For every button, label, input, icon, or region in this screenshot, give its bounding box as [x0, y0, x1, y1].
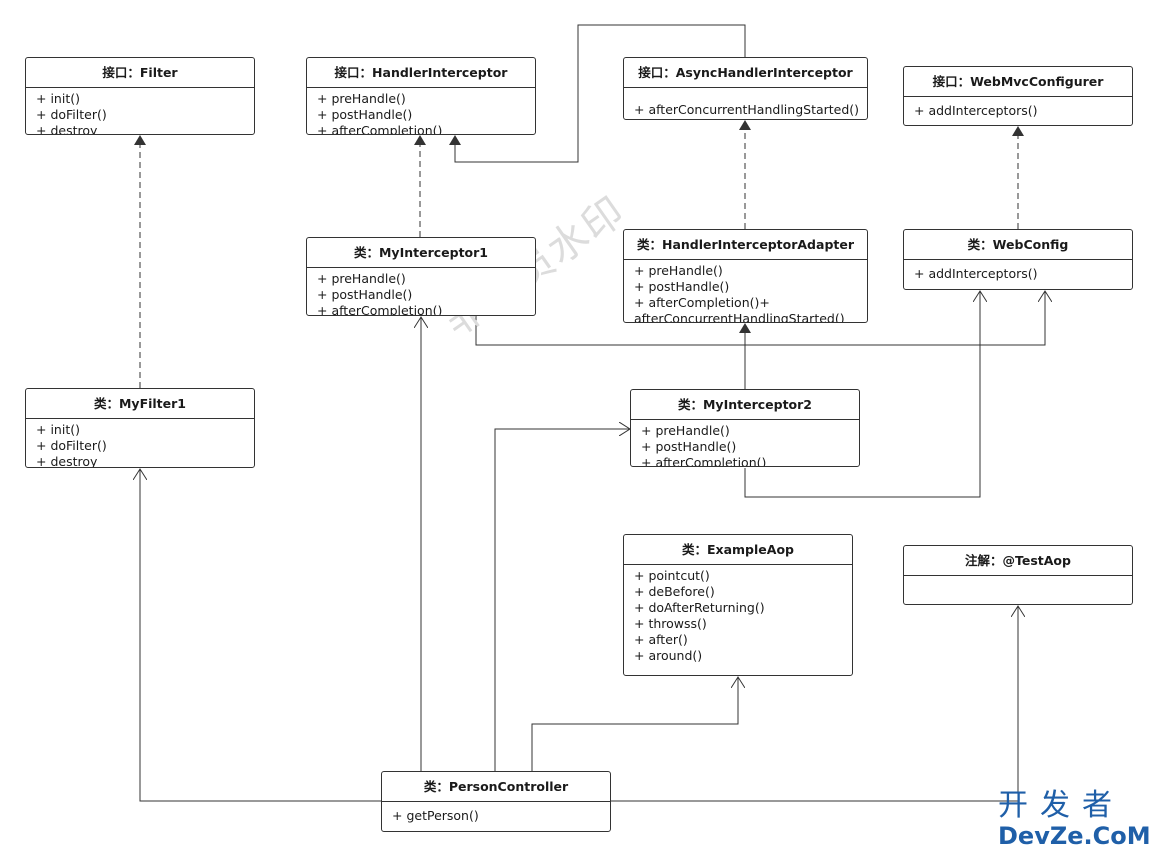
method-item: + after()	[634, 632, 688, 647]
method-item: + doFilter()	[36, 107, 107, 122]
connector-personcontroller-myfilter1	[140, 469, 381, 802]
class-my-interceptor1: 类：MyInterceptor1 + preHandle() + postHan…	[306, 237, 536, 316]
method-item: + destroy	[36, 454, 98, 468]
box-title: 类：PersonController	[382, 772, 610, 802]
method-item: + preHandle()	[641, 423, 730, 438]
connector-async-handlerinterceptor	[449, 24, 746, 163]
annotation-test-aop: 注解：@TestAop	[903, 545, 1133, 605]
method-item: + throwss()	[634, 616, 707, 631]
box-title: 类：MyFilter1	[26, 389, 254, 419]
connector-myinterceptor1-webconfig	[475, 291, 1045, 346]
class-web-config: 类：WebConfig + addInterceptors()	[903, 229, 1133, 290]
method-item: + afterCompletion()	[317, 303, 443, 316]
box-title: 接口：Filter	[26, 58, 254, 88]
connector-myinterceptor2-webconfig	[744, 291, 980, 498]
interface-filter: 接口：Filter + init() + doFilter() + destro…	[25, 57, 255, 135]
method-item: + afterConcurrentHandlingStarted()	[634, 102, 860, 117]
interface-async-handler-interceptor: 接口：AsyncHandlerInterceptor + afterConcur…	[623, 57, 868, 120]
method-item: + init()	[36, 422, 80, 437]
method-item: + pointcut()	[634, 568, 710, 583]
method-item: + destroy	[36, 123, 98, 135]
logo-line2: DevZe.CoM	[998, 822, 1151, 850]
class-my-filter1: 类：MyFilter1 + init() + doFilter() + dest…	[25, 388, 255, 468]
method-item: + addInterceptors()	[914, 266, 1038, 281]
box-title: 注解：@TestAop	[904, 546, 1132, 576]
method-item: + afterCompletion()	[317, 123, 443, 135]
method-item: + preHandle()	[634, 263, 723, 278]
box-title: 类：MyInterceptor2	[631, 390, 859, 420]
connector-personcontroller-myinterceptor2	[494, 429, 630, 771]
class-handler-interceptor-adapter: 类：HandlerInterceptorAdapter + preHandle(…	[623, 229, 868, 323]
method-item: + postHandle()	[317, 287, 413, 302]
method-item: + preHandle()	[317, 91, 406, 106]
logo-line1: 开发者	[998, 788, 1124, 823]
method-item: + postHandle()	[317, 107, 413, 122]
connector-personcontroller-exampleaop	[531, 677, 738, 771]
method-item: + init()	[36, 91, 80, 106]
method-item: + around()	[634, 648, 703, 663]
box-title: 类：ExampleAop	[624, 535, 852, 565]
method-item: + postHandle()	[634, 279, 730, 294]
site-logo: 开发者 DevZe.CoM	[998, 788, 1151, 851]
method-item: + preHandle()	[317, 271, 406, 286]
box-title: 类：MyInterceptor1	[307, 238, 535, 268]
box-title: 类：WebConfig	[904, 230, 1132, 260]
class-person-controller: 类：PersonController + getPerson()	[381, 771, 611, 832]
method-item: + addInterceptors()	[914, 103, 1038, 118]
method-item: + afterCompletion()	[641, 455, 767, 467]
method-item: + deBefore()	[634, 584, 715, 599]
box-title: 接口：AsyncHandlerInterceptor	[624, 58, 867, 88]
method-item: + doAfterReturning()	[634, 600, 765, 615]
method-item: + afterCompletion()+ afterConcurrentHand…	[634, 295, 845, 323]
box-title: 类：HandlerInterceptorAdapter	[624, 230, 867, 260]
interface-web-mvc-configurer: 接口：WebMvcConfigurer + addInterceptors()	[903, 66, 1133, 126]
method-item: + postHandle()	[641, 439, 737, 454]
connector-personcontroller-testaop	[611, 606, 1018, 802]
interface-handler-interceptor: 接口：HandlerInterceptor + preHandle() + po…	[306, 57, 536, 135]
class-my-interceptor2: 类：MyInterceptor2 + preHandle() + postHan…	[630, 389, 860, 467]
class-example-aop: 类：ExampleAop + pointcut() + deBefore() +…	[623, 534, 853, 676]
box-title: 接口：HandlerInterceptor	[307, 58, 535, 88]
method-item: + doFilter()	[36, 438, 107, 453]
box-title: 接口：WebMvcConfigurer	[904, 67, 1132, 97]
method-item: + getPerson()	[392, 808, 479, 823]
